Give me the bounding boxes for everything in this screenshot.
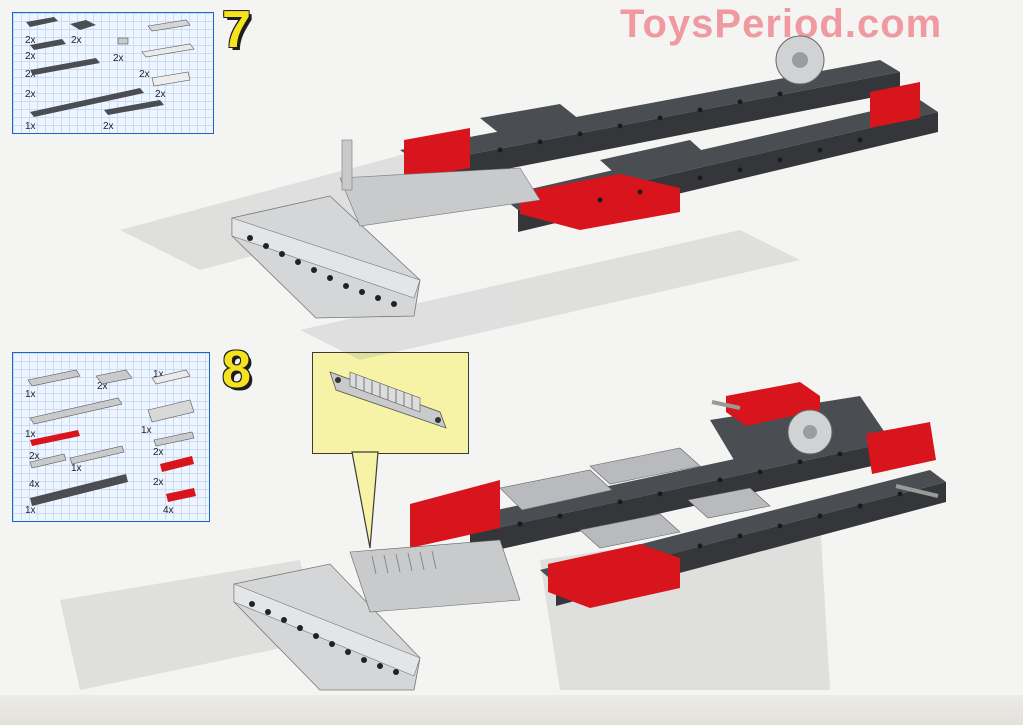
step-number-7: 7 <box>222 1 251 59</box>
part-qty: 2x <box>29 451 40 462</box>
watermark: ToysPeriod.com <box>620 2 943 46</box>
part-qty: 2x <box>25 69 36 80</box>
part-qty: 1x <box>25 389 36 400</box>
part-qty: 2x <box>153 477 164 488</box>
part-qty: 2x <box>25 35 36 46</box>
part-qty: 4x <box>163 505 174 516</box>
step-number-8: 8 <box>222 341 251 399</box>
callout-pointer <box>351 451 379 549</box>
part-qty: 4x <box>29 479 40 490</box>
part-qty: 2x <box>103 121 114 132</box>
part-qty: 2x <box>113 53 124 64</box>
part-qty: 1x <box>25 121 36 132</box>
part-qty: 1x <box>25 505 36 516</box>
part-qty: 2x <box>71 35 82 46</box>
part-qty: 1x <box>141 425 152 436</box>
part-qty: 2x <box>153 447 164 458</box>
part-qty: 1x <box>25 429 36 440</box>
part-qty: 1x <box>153 369 164 380</box>
step-7-model <box>231 35 938 319</box>
part-qty: 2x <box>139 69 150 80</box>
page-bottom-edge <box>0 695 1023 725</box>
part-qty: 2x <box>97 381 108 392</box>
part-qty: 2x <box>155 89 166 100</box>
part-qty: 1x <box>71 463 82 474</box>
step-7-part-icons <box>26 17 195 117</box>
step-8-part-icons <box>27 369 196 506</box>
gear-rack-part <box>329 371 447 429</box>
step-8-model <box>233 382 946 691</box>
part-qty: 2x <box>25 89 36 100</box>
step-7-parts-box: 2x 2x 2x 2x 2x 2x 2x 2x 1x 2x <box>12 12 214 134</box>
part-qty: 2x <box>25 51 36 62</box>
